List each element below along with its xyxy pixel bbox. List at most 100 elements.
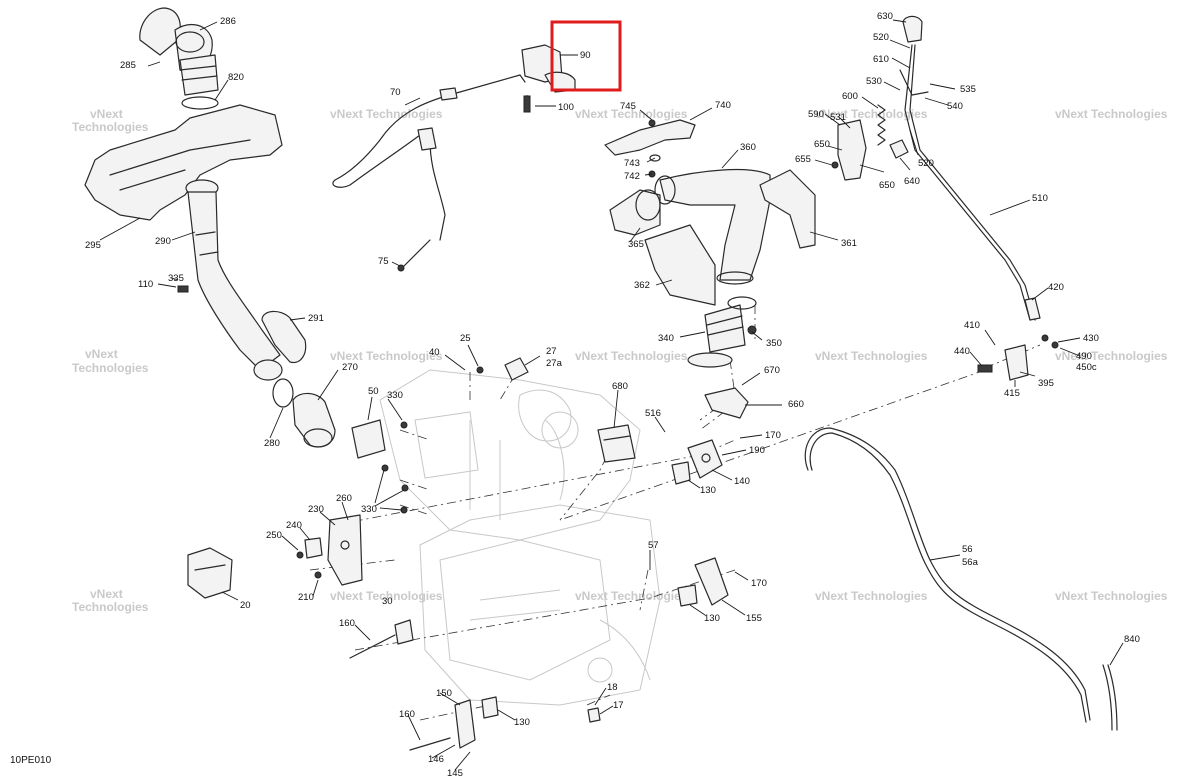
heat-shield-362 bbox=[644, 224, 716, 306]
intake-part-286 bbox=[174, 23, 219, 96]
callout-640: 640 bbox=[904, 176, 920, 187]
watermark: vNext Technologies bbox=[575, 107, 688, 121]
clamp-280 bbox=[272, 378, 294, 408]
callout-361: 361 bbox=[841, 238, 857, 249]
callout-155: 155 bbox=[746, 613, 762, 624]
callout-27: 27 bbox=[546, 346, 557, 357]
watermark: Technologies bbox=[72, 120, 149, 134]
bolt-440 bbox=[977, 364, 993, 373]
bolt-160-upper bbox=[349, 619, 414, 659]
callout-440: 440 bbox=[954, 346, 970, 357]
callout-490: 490 bbox=[1076, 351, 1092, 362]
throttle-cable-70 bbox=[332, 74, 526, 271]
callout-250: 250 bbox=[266, 530, 282, 541]
callout-30: 30 bbox=[382, 596, 393, 607]
callout-630: 630 bbox=[877, 11, 893, 22]
callout-742: 742 bbox=[624, 171, 640, 182]
isolator-240 bbox=[304, 537, 323, 559]
bracket-740 bbox=[604, 119, 696, 156]
callout-540: 540 bbox=[947, 101, 963, 112]
bolt-25 bbox=[476, 366, 484, 374]
air-duct-365 bbox=[609, 189, 661, 236]
callout-680: 680 bbox=[612, 381, 628, 392]
callout-20: 20 bbox=[240, 600, 251, 611]
module-680 bbox=[597, 424, 636, 463]
callout-150: 150 bbox=[436, 688, 452, 699]
callout-535: 535 bbox=[960, 84, 976, 95]
clamp-350 bbox=[687, 325, 757, 368]
watermark: Technologies bbox=[72, 361, 149, 375]
callout-743: 743 bbox=[624, 158, 640, 169]
callout-295: 295 bbox=[85, 240, 101, 251]
callout-170a: 170 bbox=[765, 430, 781, 441]
callout-520b: 520 bbox=[918, 158, 934, 169]
callout-395: 395 bbox=[1038, 378, 1054, 389]
callout-140: 140 bbox=[734, 476, 750, 487]
watermark: vNext Technologies bbox=[815, 107, 928, 121]
callout-590: 590 bbox=[808, 109, 824, 120]
watermark: vNext Technologies bbox=[575, 349, 688, 363]
callout-50: 50 bbox=[368, 386, 379, 397]
intake-part-285 bbox=[139, 7, 181, 56]
diagram-code: 10PE010 bbox=[10, 755, 52, 766]
leader-lines bbox=[99, 19, 1124, 771]
clip-745 bbox=[648, 119, 656, 127]
callout-650a: 650 bbox=[814, 139, 830, 150]
mount-155 bbox=[694, 557, 729, 606]
watermark: vNext Technologies bbox=[1055, 107, 1168, 121]
callout-350: 350 bbox=[766, 338, 782, 349]
cover-20 bbox=[187, 547, 233, 599]
callout-531: 531 bbox=[830, 112, 846, 123]
callout-240: 240 bbox=[286, 520, 302, 531]
callout-210: 210 bbox=[298, 592, 314, 603]
callout-160b: 160 bbox=[399, 709, 415, 720]
plate-50 bbox=[351, 419, 386, 459]
callout-660: 660 bbox=[788, 399, 804, 410]
callout-600: 600 bbox=[842, 91, 858, 102]
watermark: vNext Technologies bbox=[1055, 589, 1168, 603]
callout-18: 18 bbox=[607, 682, 618, 693]
callout-610: 610 bbox=[873, 54, 889, 65]
callout-labels: 285 286 820 295 290 335 110 291 270 280 … bbox=[85, 11, 1140, 778]
vent-hose-56 bbox=[804, 427, 1091, 723]
highlight-box-90 bbox=[550, 20, 622, 92]
ball-joint-640 bbox=[889, 139, 909, 159]
filter-340 bbox=[704, 296, 757, 353]
rod-end-420 bbox=[1024, 297, 1041, 321]
callout-291: 291 bbox=[308, 313, 324, 324]
throttle-pedal-90 bbox=[521, 44, 576, 93]
mount-150 bbox=[454, 699, 476, 749]
callout-190: 190 bbox=[749, 445, 765, 456]
screws-330 bbox=[381, 421, 409, 514]
callout-330b: 330 bbox=[361, 504, 377, 515]
callout-745: 745 bbox=[620, 101, 636, 112]
callout-420: 420 bbox=[1048, 282, 1064, 293]
spring-600 bbox=[877, 104, 886, 146]
shift-lever-510 bbox=[899, 44, 1036, 321]
callout-40: 40 bbox=[429, 347, 440, 358]
clamp-820 bbox=[181, 96, 219, 110]
callout-530: 530 bbox=[866, 76, 882, 87]
watermark: vNext Technologies bbox=[330, 107, 443, 121]
callout-56a: 56a bbox=[962, 557, 979, 568]
callout-670: 670 bbox=[764, 365, 780, 376]
watermark: vNext bbox=[90, 587, 123, 601]
callout-360: 360 bbox=[740, 142, 756, 153]
callout-57: 57 bbox=[648, 540, 659, 551]
callout-56: 56 bbox=[962, 544, 973, 555]
grommet-743 bbox=[649, 154, 661, 162]
coupler-270 bbox=[292, 392, 336, 448]
watermark: vNext bbox=[85, 347, 118, 361]
callout-27a: 27a bbox=[546, 358, 563, 369]
callout-286: 286 bbox=[220, 16, 236, 27]
air-duct-360 bbox=[654, 168, 771, 285]
bolt-100 bbox=[523, 95, 531, 113]
callout-340: 340 bbox=[658, 333, 674, 344]
bolt-110 bbox=[177, 285, 189, 293]
callout-510: 510 bbox=[1032, 193, 1048, 204]
callout-90: 90 bbox=[580, 50, 591, 61]
callout-146: 146 bbox=[428, 754, 444, 765]
intake-tube-290 bbox=[185, 179, 283, 381]
callout-17: 17 bbox=[613, 700, 624, 711]
